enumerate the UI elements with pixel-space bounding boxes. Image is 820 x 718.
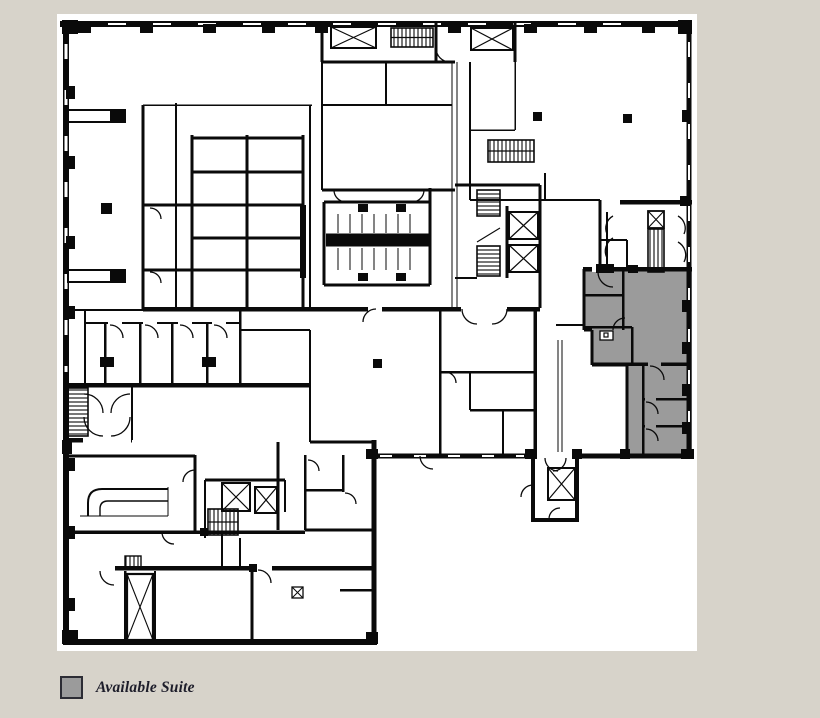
- stair-icon-core-upper: [476, 189, 501, 217]
- elevator-shaft-icon-top-right: [470, 27, 514, 51]
- stair-icon-core-lower: [476, 227, 501, 277]
- service-fixture-icon-suite: [599, 330, 614, 341]
- available-suite-swatch-icon: [60, 676, 83, 699]
- service-fixtures: [291, 330, 614, 599]
- door-swing-arcs: [83, 47, 687, 586]
- stair-icon-wing-small: [124, 555, 142, 569]
- column-blocks: [62, 20, 694, 644]
- stair-icon-right-lobby: [647, 228, 665, 273]
- legend: Available Suite: [60, 676, 195, 699]
- restroom-fixture-blocks: [358, 204, 406, 281]
- stair-icon-wing: [207, 508, 239, 536]
- elevator-shaft-icon-wing-b: [254, 486, 278, 514]
- stair-icon-entrance: [65, 387, 89, 437]
- shaft-icon-wing-tall: [125, 572, 155, 642]
- service-fixture-icon-wing: [291, 586, 304, 599]
- stair-icon-top-core: [390, 27, 434, 48]
- elevator-shaft-icon-core-b: [508, 244, 539, 273]
- elevator-shaft-icon-top-left: [330, 26, 377, 49]
- stair-icons: [65, 27, 665, 569]
- lobby-planters: [67, 109, 126, 283]
- stair-icon-mid-open: [487, 139, 535, 163]
- restroom-core: [326, 214, 430, 270]
- legend-label: Available Suite: [96, 678, 195, 696]
- elevator-shaft-icon-right-lobby: [647, 210, 665, 229]
- interior-walls: [63, 22, 692, 641]
- elevator-shaft-icon-core-a: [508, 211, 539, 240]
- plan-sheet: [57, 14, 697, 651]
- elevator-shaft-icon-wing-a: [221, 482, 251, 512]
- shaft-icons: [125, 26, 665, 642]
